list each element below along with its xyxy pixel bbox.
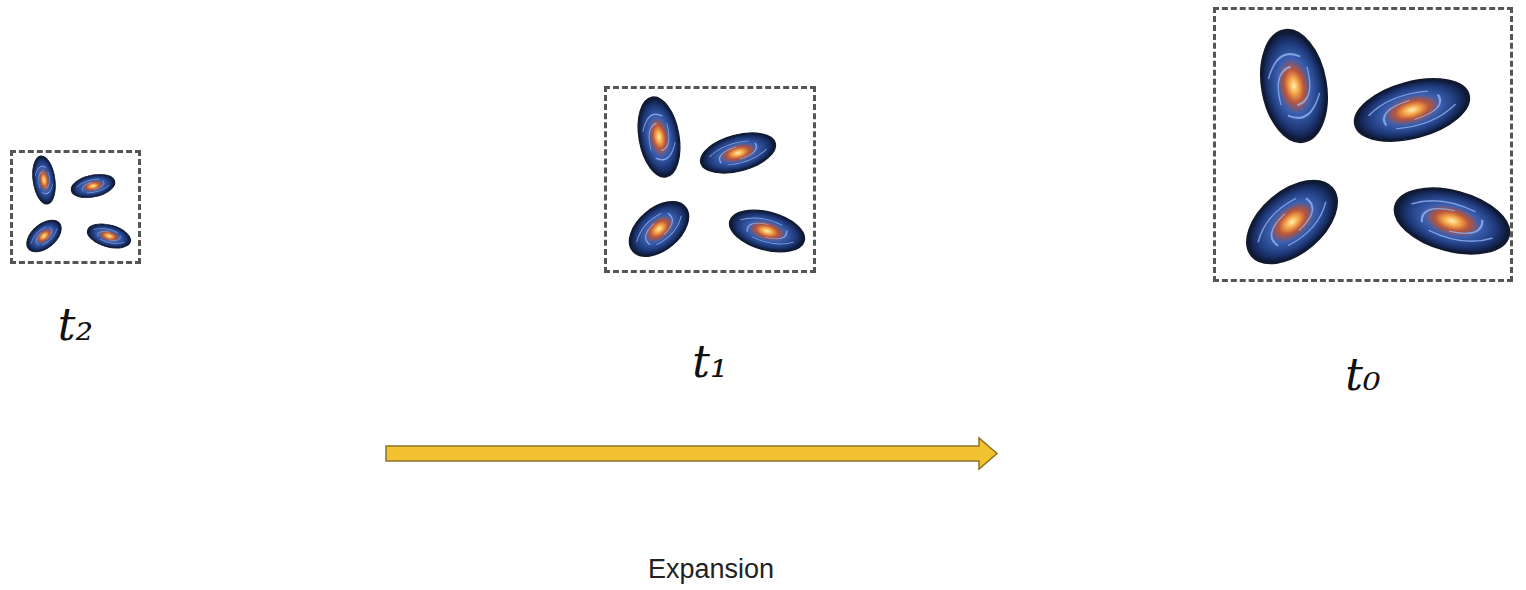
- dashed-region-box: t₁: [604, 86, 816, 273]
- time-label: t₁: [692, 336, 727, 389]
- dashed-region-box: t₀: [1213, 7, 1513, 282]
- arrow-caption: Expansion: [648, 554, 774, 585]
- dashed-region-box: t₂: [10, 150, 141, 264]
- expansion-arrow: [386, 438, 997, 469]
- time-label: t₂: [58, 299, 93, 352]
- time-label: t₀: [1345, 349, 1380, 402]
